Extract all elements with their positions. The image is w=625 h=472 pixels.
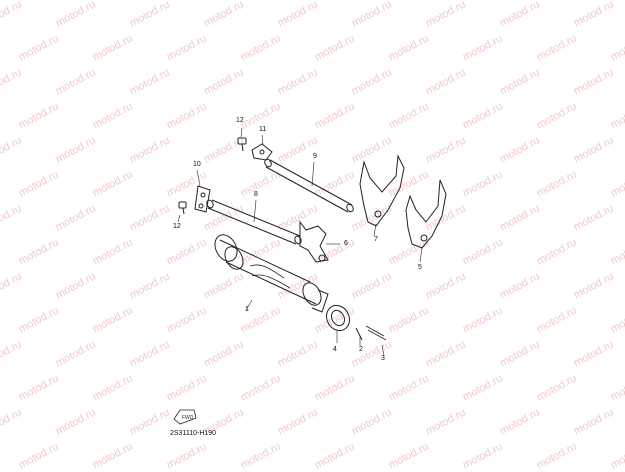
- shift-fork-5: [405, 179, 447, 263]
- label-part-12-top: 12: [236, 117, 244, 124]
- svg-text:FWD: FWD: [182, 415, 194, 421]
- label-part-3: 3: [381, 355, 385, 362]
- diagram-code: 2S31110-H190: [170, 430, 217, 437]
- screw-3: [365, 325, 387, 357]
- label-part-6: 6: [344, 240, 348, 247]
- bolt-12-bottom: [177, 201, 187, 223]
- stopper-plate-10: [194, 169, 211, 213]
- guide-bar-8: [206, 199, 302, 245]
- shift-fork-6: [299, 220, 340, 263]
- label-part-12-bottom: 12: [173, 223, 181, 230]
- label-part-4: 4: [333, 346, 337, 353]
- guide-bar-9: [264, 158, 354, 213]
- label-part-5: 5: [418, 264, 422, 271]
- bearing-4: [326, 304, 350, 343]
- bolt-12-top: [237, 127, 247, 152]
- front-arrow-icon: FWD: [173, 409, 197, 425]
- label-part-9: 9: [313, 153, 317, 160]
- label-part-11: 11: [259, 126, 267, 133]
- label-part-10: 10: [193, 161, 201, 168]
- label-part-8: 8: [254, 191, 258, 198]
- pin-2: [355, 327, 363, 346]
- stopper-plate-11: [251, 134, 273, 161]
- label-part-7: 7: [374, 236, 378, 243]
- shift-drum-1: [214, 234, 329, 313]
- label-part-1: 1: [245, 306, 249, 313]
- label-part-2: 2: [359, 346, 363, 353]
- shift-fork-7: [359, 154, 405, 237]
